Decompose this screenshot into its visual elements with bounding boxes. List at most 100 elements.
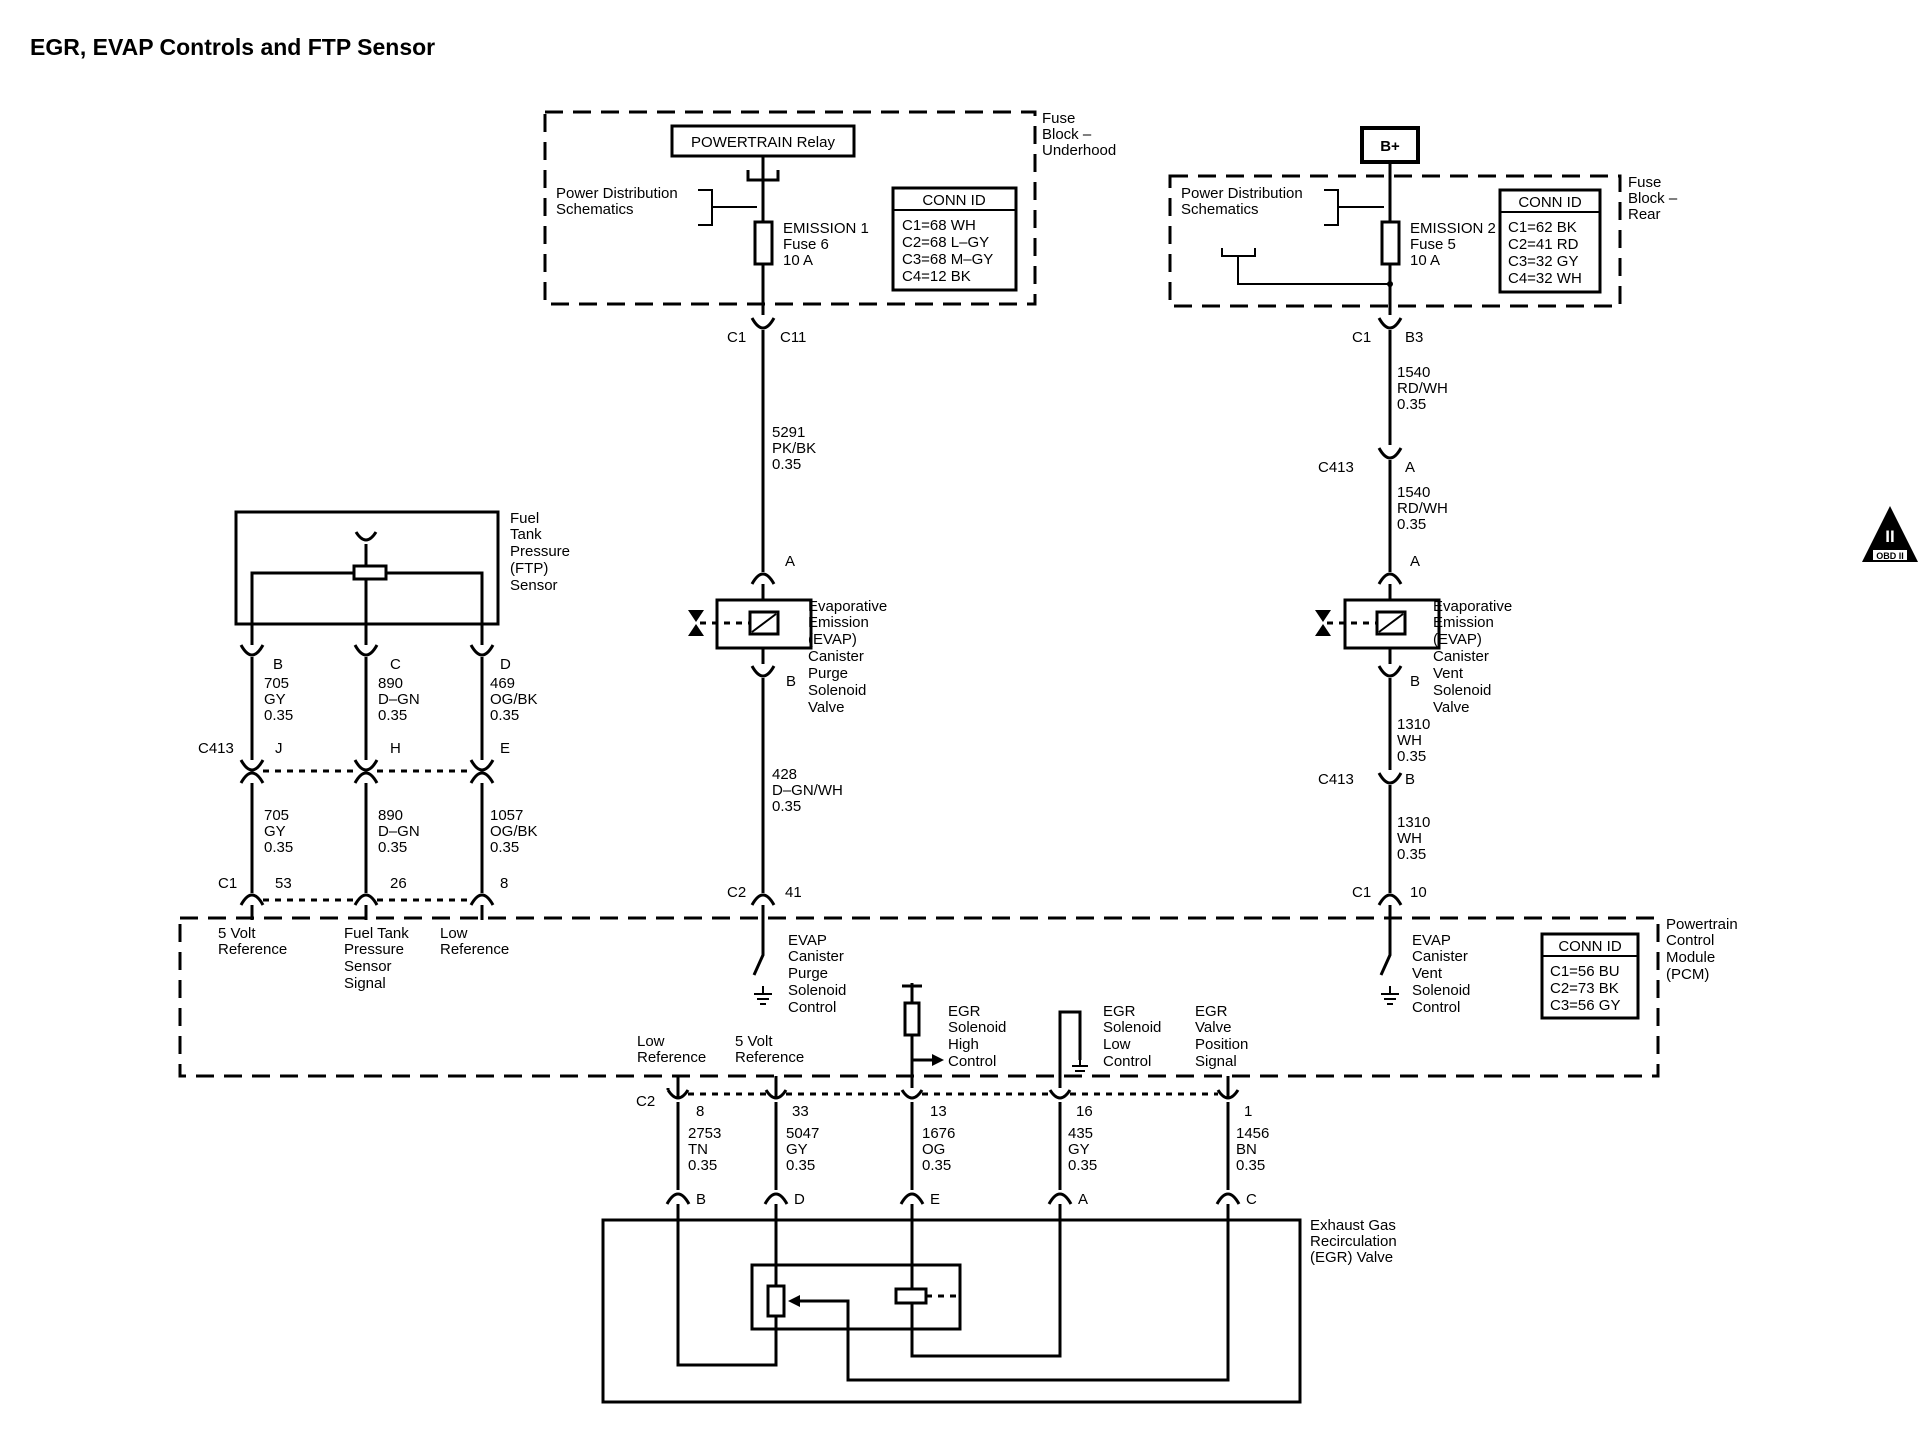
egr-valve-box bbox=[601, 1218, 1302, 1404]
power-dist-label-1: Power Distribution bbox=[556, 185, 678, 202]
egr-solenoid-coil-icon bbox=[894, 1287, 928, 1305]
vent-wire2-color: RD/WH bbox=[1397, 500, 1448, 517]
pcm-ftp-signal-label-2: Pressure bbox=[344, 941, 404, 958]
egr-low-ctrl-label-1: EGR bbox=[1103, 1003, 1136, 1020]
pcm-label-2: Control bbox=[1666, 932, 1714, 949]
egr-pcm-pin-16: 16 bbox=[1076, 1103, 1093, 1120]
purge-solenoid-label-1: Evaporative bbox=[808, 598, 887, 615]
ftp-wire-j-gauge: 0.35 bbox=[264, 839, 293, 856]
egr-pcm-pin-33: 33 bbox=[792, 1103, 809, 1120]
conn-id-pcm-c1: C1=56 BU bbox=[1550, 963, 1620, 980]
ftp-pin-b: B bbox=[273, 656, 283, 673]
vent-wire4-gauge: 0.35 bbox=[1397, 846, 1426, 863]
ftp-wire-j-circuit: 705 bbox=[264, 807, 289, 824]
purge-wire1-gauge: 0.35 bbox=[772, 456, 801, 473]
egr-pcm-pin-8: 8 bbox=[696, 1103, 704, 1120]
egr-position-label-3: Position bbox=[1195, 1036, 1248, 1053]
emission1-fuse-name: EMISSION 1 bbox=[783, 220, 869, 237]
egr-valve-pin-c: C bbox=[1246, 1191, 1257, 1208]
vent-wire2-circuit: 1540 bbox=[1397, 484, 1430, 501]
conn-id-pcm-c3: C3=56 GY bbox=[1550, 997, 1620, 1014]
vent-pcm-label-4: Solenoid bbox=[1412, 982, 1470, 999]
vent-conn-top-right: B3 bbox=[1405, 329, 1423, 346]
conn-id-underhood-c4: C4=12 BK bbox=[902, 268, 971, 285]
obd-ii-badge: II OBD II bbox=[1862, 506, 1918, 562]
vent-conn-bottom-left: C1 bbox=[1352, 884, 1371, 901]
vent-solenoid-label-6: Solenoid bbox=[1433, 682, 1491, 699]
vent-c413-bottom-left: C413 bbox=[1318, 771, 1354, 788]
egr-position-label-4: Signal bbox=[1195, 1053, 1237, 1070]
ftp-sensor-element-icon bbox=[352, 564, 388, 581]
egr-wire-1-color: BN bbox=[1236, 1141, 1257, 1158]
pcm-low-ref-label-2: Reference bbox=[440, 941, 509, 958]
vent-conn-bottom-right: 10 bbox=[1410, 884, 1427, 901]
ftp-label-1: Fuel bbox=[510, 510, 539, 527]
fuse-block-underhood-label-2: Block – bbox=[1042, 126, 1092, 143]
conn-id-underhood bbox=[891, 186, 1018, 292]
vent-pcm-label-5: Control bbox=[1412, 999, 1460, 1016]
power-dist-rear-label-1: Power Distribution bbox=[1181, 185, 1303, 202]
egr-5v-ref-label-2: Reference bbox=[735, 1049, 804, 1066]
vent-conn-top-left: C1 bbox=[1352, 329, 1371, 346]
conn-id-pcm-c2: C2=73 BK bbox=[1550, 980, 1619, 997]
purge-solenoid-label-4: Canister bbox=[808, 648, 864, 665]
purge-conn-bottom-left: C2 bbox=[727, 884, 746, 901]
ftp-pin-c: C bbox=[390, 656, 401, 673]
pcm-5v-ref-label-2: Reference bbox=[218, 941, 287, 958]
conn-id-rear-c4: C4=32 WH bbox=[1508, 270, 1582, 287]
vent-wire4-color: WH bbox=[1397, 830, 1422, 847]
vent-wire3-gauge: 0.35 bbox=[1397, 748, 1426, 765]
pcm-label-1: Powertrain bbox=[1666, 916, 1738, 933]
ftp-wire-e-color: OG/BK bbox=[490, 823, 538, 840]
egr-low-ctrl-label-3: Low bbox=[1103, 1036, 1131, 1053]
egr-high-driver-arrow-icon bbox=[932, 1054, 944, 1066]
egr-low-ctrl-label-2: Solenoid bbox=[1103, 1019, 1161, 1036]
conn-id-pcm-title: CONN ID bbox=[1558, 938, 1622, 955]
egr-low-ref-label-2: Reference bbox=[637, 1049, 706, 1066]
obd-ii-badge-label: OBD II bbox=[1876, 551, 1904, 561]
vent-wire1-circuit: 1540 bbox=[1397, 364, 1430, 381]
egr-low-ref-label-1: Low bbox=[637, 1033, 665, 1050]
purge-wire2-color: D–GN/WH bbox=[772, 782, 843, 799]
ftp-wire-c-gauge: 0.35 bbox=[378, 707, 407, 724]
pcm-ftp-signal-label-1: Fuel Tank bbox=[344, 925, 409, 942]
pcm-label-4: (PCM) bbox=[1666, 966, 1709, 983]
purge-pcm-label-5: Control bbox=[788, 999, 836, 1016]
purge-pcm-label-2: Canister bbox=[788, 948, 844, 965]
egr-wire-33-color: GY bbox=[786, 1141, 808, 1158]
conn-id-rear-c2: C2=41 RD bbox=[1508, 236, 1579, 253]
power-dist-label-2: Schematics bbox=[556, 201, 634, 218]
egr-wire-13-gauge: 0.35 bbox=[922, 1157, 951, 1174]
vent-pin-b: B bbox=[1410, 673, 1420, 690]
purge-solenoid-label-7: Valve bbox=[808, 699, 844, 716]
fuse-block-underhood: Fuse Block – Underhood POWERTRAIN Relay … bbox=[543, 110, 1116, 306]
egr-high-ctrl-label-4: Control bbox=[948, 1053, 996, 1070]
ftp-wire-e-circuit: 1057 bbox=[490, 807, 523, 824]
ftp-label-5: Sensor bbox=[510, 577, 558, 594]
egr-wire-33-circuit: 5047 bbox=[786, 1125, 819, 1142]
egr-position-label-1: EGR bbox=[1195, 1003, 1228, 1020]
ftp-wire-c-color: D–GN bbox=[378, 691, 420, 708]
emission2-fuse-number: Fuse 5 bbox=[1410, 236, 1456, 253]
bplus-label: B+ bbox=[1380, 138, 1400, 155]
ftp-wire-j-color: GY bbox=[264, 823, 286, 840]
egr-pcm-pin-13: 13 bbox=[930, 1103, 947, 1120]
ftp-c413-pin-j: J bbox=[275, 740, 283, 757]
egr-position-sensor-icon bbox=[766, 1284, 786, 1318]
purge-pin-a: A bbox=[785, 553, 795, 570]
purge-pin-b: B bbox=[786, 673, 796, 690]
ftp-c413-pin-e: E bbox=[500, 740, 510, 757]
fuse-block-underhood-label-1: Fuse bbox=[1042, 110, 1075, 127]
purge-solenoid-label-6: Solenoid bbox=[808, 682, 866, 699]
ftp-wire-d-color: OG/BK bbox=[490, 691, 538, 708]
ftp-c413-label: C413 bbox=[198, 740, 234, 757]
ftp-wire-h-color: D–GN bbox=[378, 823, 420, 840]
egr-wire-16-color: GY bbox=[1068, 1141, 1090, 1158]
fuse-block-rear: B+ Fuse Block – Rear Power Distribution … bbox=[1168, 126, 1678, 308]
egr-wire-33-gauge: 0.35 bbox=[786, 1157, 815, 1174]
emission2-fuse-icon bbox=[1380, 220, 1401, 266]
vent-solenoid-box bbox=[1343, 598, 1441, 650]
egr-wire-1-circuit: 1456 bbox=[1236, 1125, 1269, 1142]
egr-position-label-2: Valve bbox=[1195, 1019, 1231, 1036]
